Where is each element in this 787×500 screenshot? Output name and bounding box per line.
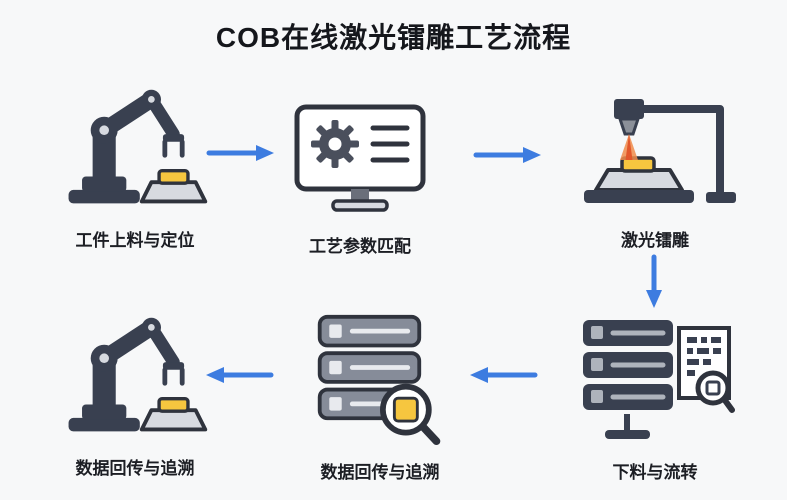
server-document-magnifier-icon (583, 320, 735, 439)
step-data-return-traceability: 数据回传与追溯 (285, 314, 475, 483)
monitor-gear-icon (294, 104, 426, 212)
arrow-right-icon (473, 147, 541, 163)
step-label: 数据回传与追溯 (320, 463, 440, 482)
robot-arm-icon (68, 317, 208, 432)
monitor-gear-icon (285, 88, 435, 220)
laser-marking-machine-icon (584, 99, 736, 203)
step-parameter-matching: 工艺参数匹配 (265, 88, 455, 257)
step-data-return-traceability-2: 数据回传与追溯 (40, 310, 230, 479)
step-label: 下料与流转 (612, 463, 698, 482)
server-document-magnifier-icon (575, 314, 735, 446)
laser-marking-machine-icon (570, 82, 740, 214)
robot-arm-icon (60, 82, 210, 214)
step-label: 数据回传与追溯 (75, 459, 195, 478)
step-label: 工艺参数匹配 (309, 237, 411, 256)
arrow-left-icon (470, 367, 538, 383)
step-label: 激光镭雕 (621, 231, 689, 250)
page-title: COB在线激光镭雕工艺流程 (215, 22, 572, 53)
arrow-right-icon (206, 145, 274, 161)
step-loading-positioning: 工件上料与定位 (40, 82, 230, 251)
robot-arm-icon (68, 89, 208, 204)
step-unloading-transfer: 下料与流转 (560, 314, 750, 483)
server-magnifier-icon (305, 314, 455, 446)
server-magnifier-icon (317, 314, 441, 446)
step-label: 工件上料与定位 (75, 231, 195, 250)
step-laser-marking: 激光镭雕 (560, 82, 750, 251)
robot-arm-icon (60, 310, 210, 442)
arrow-left-icon (206, 367, 274, 383)
arrow-down-icon (646, 254, 662, 308)
